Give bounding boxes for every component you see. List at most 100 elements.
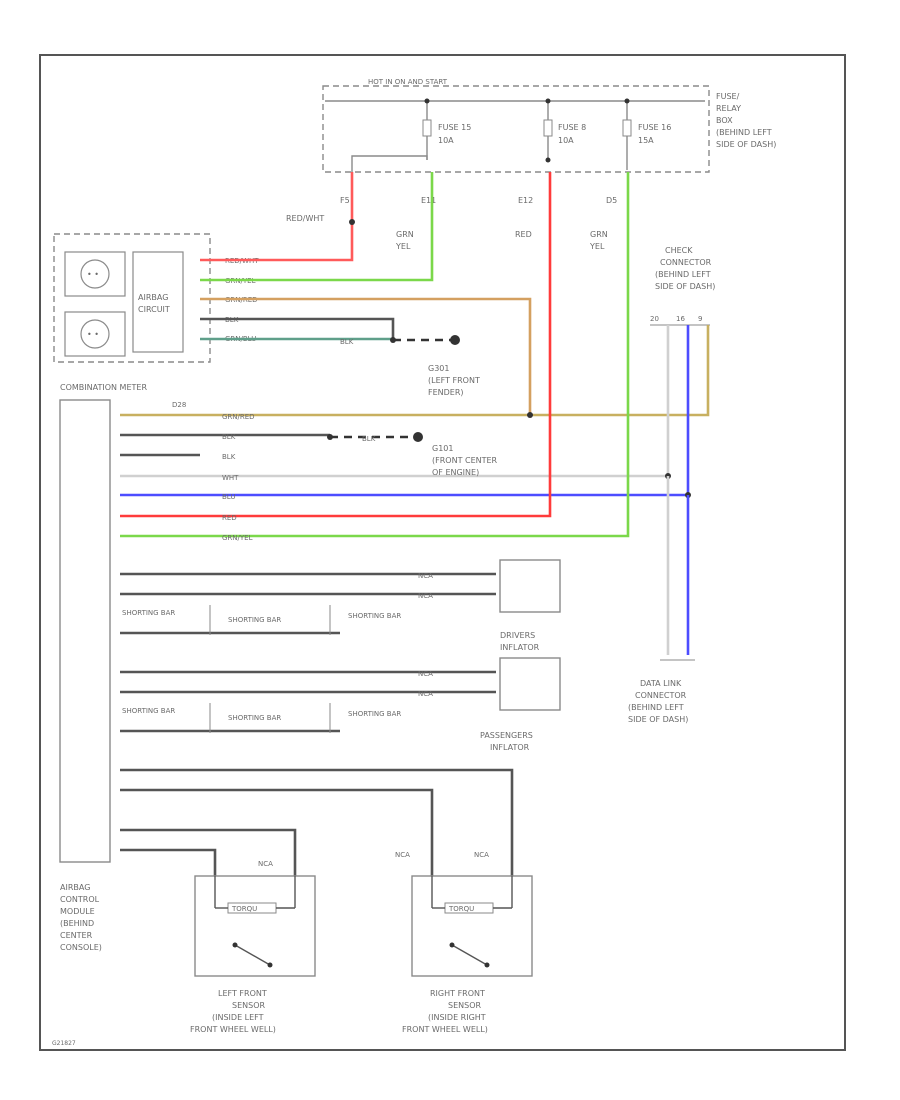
g101-3: OF ENGINE) xyxy=(432,468,479,477)
check-conn-3: (BEHIND LEFT xyxy=(655,270,711,279)
wire-grn-red-top xyxy=(200,297,532,415)
wire-label-red-wht: RED/WHT xyxy=(286,214,324,223)
fuse-box-header: HOT IN ON AND START xyxy=(368,78,448,86)
data-link-4: SIDE OF DASH) xyxy=(628,715,688,724)
wire-label-grn-2: GRN xyxy=(590,230,608,239)
terminal-e12: E12 xyxy=(518,196,533,205)
svg-text:D28: D28 xyxy=(172,401,186,409)
left-resistor-label: TORQU xyxy=(231,905,257,913)
fuse-box-loc-3: BOX xyxy=(716,116,733,125)
airbag-module-4: (BEHIND xyxy=(60,919,94,928)
module-wire-wht xyxy=(120,325,670,478)
check-conn-1: CHECK xyxy=(665,246,693,255)
terminal-f5: F5 xyxy=(340,196,350,205)
drivers-inflator-box xyxy=(499,559,561,613)
nca-3: NCA xyxy=(418,670,433,678)
airbag-module-5: CENTER xyxy=(60,931,93,940)
fuse-8-amps: 10A xyxy=(558,136,574,145)
nca-7: NCA xyxy=(474,851,489,859)
wire-red-wht xyxy=(200,172,354,262)
data-link-1: DATA LINK xyxy=(640,679,682,688)
wire-label-red: RED xyxy=(515,230,532,239)
wire-lbl-grn-yel: GRN/YEL xyxy=(222,534,253,542)
module-wire-red xyxy=(120,172,552,518)
right-sensor-1: RIGHT FRONT xyxy=(430,989,485,998)
data-link-2: CONNECTOR xyxy=(635,691,687,700)
svg-text:• •: • • xyxy=(87,330,99,339)
check-conn-2: CONNECTOR xyxy=(660,258,712,267)
svg-text:9: 9 xyxy=(698,315,702,323)
data-link-3: (BEHIND LEFT xyxy=(628,703,684,712)
shorting-bar-4: SHORTING BAR xyxy=(122,707,175,715)
right-sensor-2: SENSOR xyxy=(448,1001,481,1010)
fuse-15-amps: 10A xyxy=(438,136,454,145)
airbag-module-1: AIRBAG xyxy=(60,883,90,892)
wire-lbl-blk-1: BLK xyxy=(222,433,236,441)
passengers-inflator-1: PASSENGERS xyxy=(480,731,533,740)
wire-lbl-blk-2: BLK xyxy=(222,453,236,461)
fuse-8-label: FUSE 8 xyxy=(558,123,586,132)
shorting-bar-2: SHORTING BAR xyxy=(228,616,281,624)
svg-text:• •: • • xyxy=(87,270,99,279)
combination-meter-label: COMBINATION METER xyxy=(60,383,147,392)
footer-code: G21827 xyxy=(52,1040,76,1047)
right-sensor-4: FRONT WHEEL WELL) xyxy=(402,1025,488,1034)
passengers-inflator-box xyxy=(499,657,561,711)
wire-blk-top xyxy=(200,317,395,340)
wire-label-yel-1: YEL xyxy=(395,242,411,251)
right-resistor-label: TORQU xyxy=(448,905,474,913)
passengers-inflator-2: INFLATOR xyxy=(490,743,530,752)
nca-2: NCA xyxy=(418,592,433,600)
fuse-15-label: FUSE 15 xyxy=(438,123,471,132)
left-sensor-4: FRONT WHEEL WELL) xyxy=(190,1025,276,1034)
airbag-circuit-label-1: AIRBAG xyxy=(138,293,168,302)
g101-2: (FRONT CENTER xyxy=(432,456,498,465)
wire-label-grn-1: GRN xyxy=(396,230,414,239)
module-wire-blu xyxy=(120,325,690,497)
terminal-d5: D5 xyxy=(606,196,617,205)
left-sensor-1: LEFT FRONT xyxy=(218,989,267,998)
fuse-box-loc-2: RELAY xyxy=(716,104,741,113)
drivers-inflator-2: INFLATOR xyxy=(500,643,540,652)
wire-lbl-red: RED xyxy=(222,514,237,522)
module-wire-grn-red xyxy=(120,325,710,417)
nca-5: NCA xyxy=(258,860,273,868)
nca-6: NCA xyxy=(395,851,410,859)
svg-text:16: 16 xyxy=(676,315,685,323)
airbag-module-6: CONSOLE) xyxy=(60,943,102,952)
svg-text:20: 20 xyxy=(650,315,659,323)
left-front-sensor xyxy=(194,875,316,977)
airbag-control-module xyxy=(59,399,111,863)
blk-label-1: BLK xyxy=(340,338,354,346)
left-sensor-3: (INSIDE LEFT xyxy=(212,1013,264,1022)
fuse-box-loc-5: SIDE OF DASH) xyxy=(716,140,776,149)
wire-lbl-grn-red: GRN/RED xyxy=(222,413,255,421)
g101-1: G101 xyxy=(432,444,453,453)
shorting-bar-6: SHORTING BAR xyxy=(348,710,401,718)
right-sensor-3: (INSIDE RIGHT xyxy=(428,1013,486,1022)
drivers-inflator-1: DRIVERS xyxy=(500,631,535,640)
shorting-bar-1: SHORTING BAR xyxy=(122,609,175,617)
blk-label-2: BLK xyxy=(362,435,376,443)
shorting-bar-3: SHORTING BAR xyxy=(348,612,401,620)
fuse-box xyxy=(322,85,710,173)
airbag-circuit-label-2: CIRCUIT xyxy=(138,305,170,314)
module-wire-grn-yel xyxy=(120,172,630,538)
g301-1: G301 xyxy=(428,364,449,373)
fuse-box-loc-4: (BEHIND LEFT xyxy=(716,128,772,137)
fuse-box-loc-1: FUSE/ xyxy=(716,92,740,101)
g301-2: (LEFT FRONT xyxy=(428,376,480,385)
nca-4: NCA xyxy=(418,690,433,698)
right-front-sensor xyxy=(411,875,533,977)
diagram-frame xyxy=(39,54,846,1051)
airbag-module-3: MODULE xyxy=(60,907,95,916)
g301-3: FENDER) xyxy=(428,388,464,397)
wire-grn-yel-top xyxy=(200,172,434,282)
terminal-e11: E11 xyxy=(421,196,436,205)
check-conn-4: SIDE OF DASH) xyxy=(655,282,715,291)
fuse-16-amps: 15A xyxy=(638,136,654,145)
fuse-16-label: FUSE 16 xyxy=(638,123,671,132)
wire-lbl-blu: BLU xyxy=(222,493,235,501)
left-sensor-2: SENSOR xyxy=(232,1001,265,1010)
